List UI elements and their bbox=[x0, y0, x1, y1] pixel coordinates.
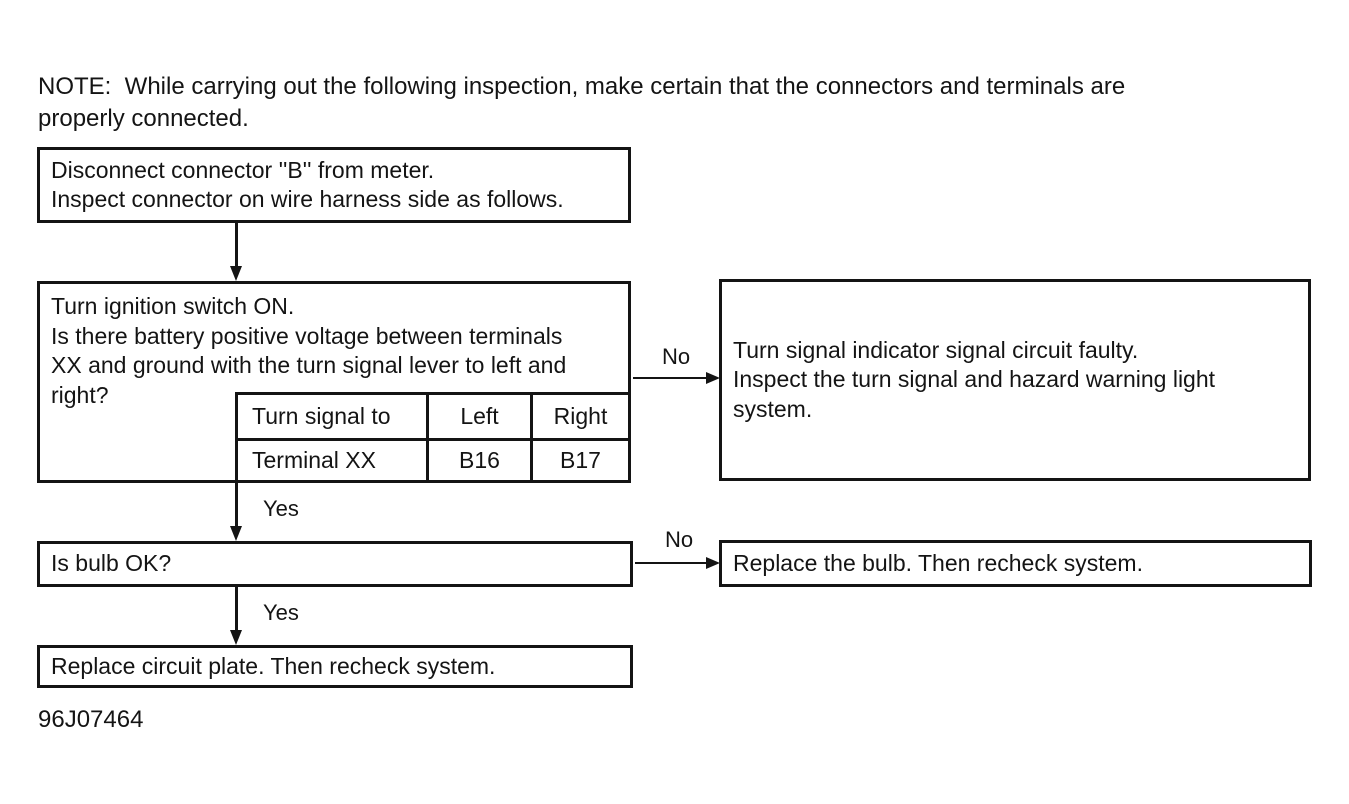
ignition-step-line2: Is there battery positive voltage betwee… bbox=[51, 322, 563, 349]
arrow-down-icon-3 bbox=[230, 630, 242, 645]
yes-label-1: Yes bbox=[263, 496, 299, 521]
terminal-table-cell-b17: B17 bbox=[560, 447, 601, 473]
disconnect-step-box: Disconnect connector ''B'' from meter. I… bbox=[37, 147, 631, 223]
flow-line-right-2 bbox=[635, 562, 708, 564]
terminal-table-header-left: Left bbox=[429, 395, 533, 441]
bulb-check-text: Is bulb OK? bbox=[51, 550, 172, 577]
signal-circuit-fault-box: Turn signal indicator signal circuit fau… bbox=[719, 279, 1311, 481]
no-label-1: No bbox=[662, 344, 691, 369]
figure-id: 96J07464 bbox=[38, 706, 144, 733]
ignition-step-line1: Turn ignition switch ON. bbox=[51, 293, 295, 319]
terminal-table-cell-b16: B16 bbox=[429, 441, 533, 480]
note-text-line2: properly connected. bbox=[38, 105, 249, 132]
replace-bulb-box: Replace the bulb. Then recheck system. bbox=[719, 540, 1312, 587]
ignition-step-line4: right? bbox=[51, 381, 109, 408]
terminal-table-cell-terminal-xx: Terminal XX bbox=[238, 441, 429, 480]
arrow-down-icon-2 bbox=[230, 526, 242, 541]
replace-circuit-plate-text: Replace circuit plate. Then recheck syst… bbox=[51, 652, 496, 679]
arrow-right-icon-2 bbox=[706, 557, 720, 569]
no-label-2: No bbox=[665, 527, 694, 552]
ignition-step-line3: XX and ground with the turn signal lever… bbox=[51, 352, 567, 378]
terminal-table-header-right: Right bbox=[533, 395, 628, 441]
arrow-right-icon-1 bbox=[706, 372, 720, 384]
flow-line-down-2 bbox=[235, 483, 238, 527]
replace-bulb-text: Replace the bulb. Then recheck system. bbox=[733, 549, 1143, 576]
terminal-table-header-turn-signal-to: Turn signal to bbox=[238, 395, 429, 441]
flow-line-right-1 bbox=[633, 377, 708, 379]
yes-label-2: Yes bbox=[263, 600, 299, 625]
fault-box-line2: Inspect the turn signal and hazard warni… bbox=[733, 366, 1216, 393]
fault-box-line1: Turn signal indicator signal circuit fau… bbox=[733, 336, 1139, 363]
terminal-table: Turn signal to Left Right Terminal XX B1… bbox=[235, 392, 631, 483]
note-text-line1: NOTE: While carrying out the following i… bbox=[38, 73, 1126, 100]
disconnect-step-line2: Inspect connector on wire harness side a… bbox=[51, 186, 564, 212]
flow-line-down-1 bbox=[235, 223, 238, 267]
fault-box-line3: system. bbox=[733, 395, 813, 422]
flow-line-down-3 bbox=[235, 587, 238, 631]
replace-circuit-plate-box: Replace circuit plate. Then recheck syst… bbox=[37, 645, 633, 688]
arrow-down-icon-1 bbox=[230, 266, 242, 281]
disconnect-step-line1: Disconnect connector ''B'' from meter. bbox=[51, 156, 435, 183]
bulb-check-box: Is bulb OK? bbox=[37, 541, 633, 587]
